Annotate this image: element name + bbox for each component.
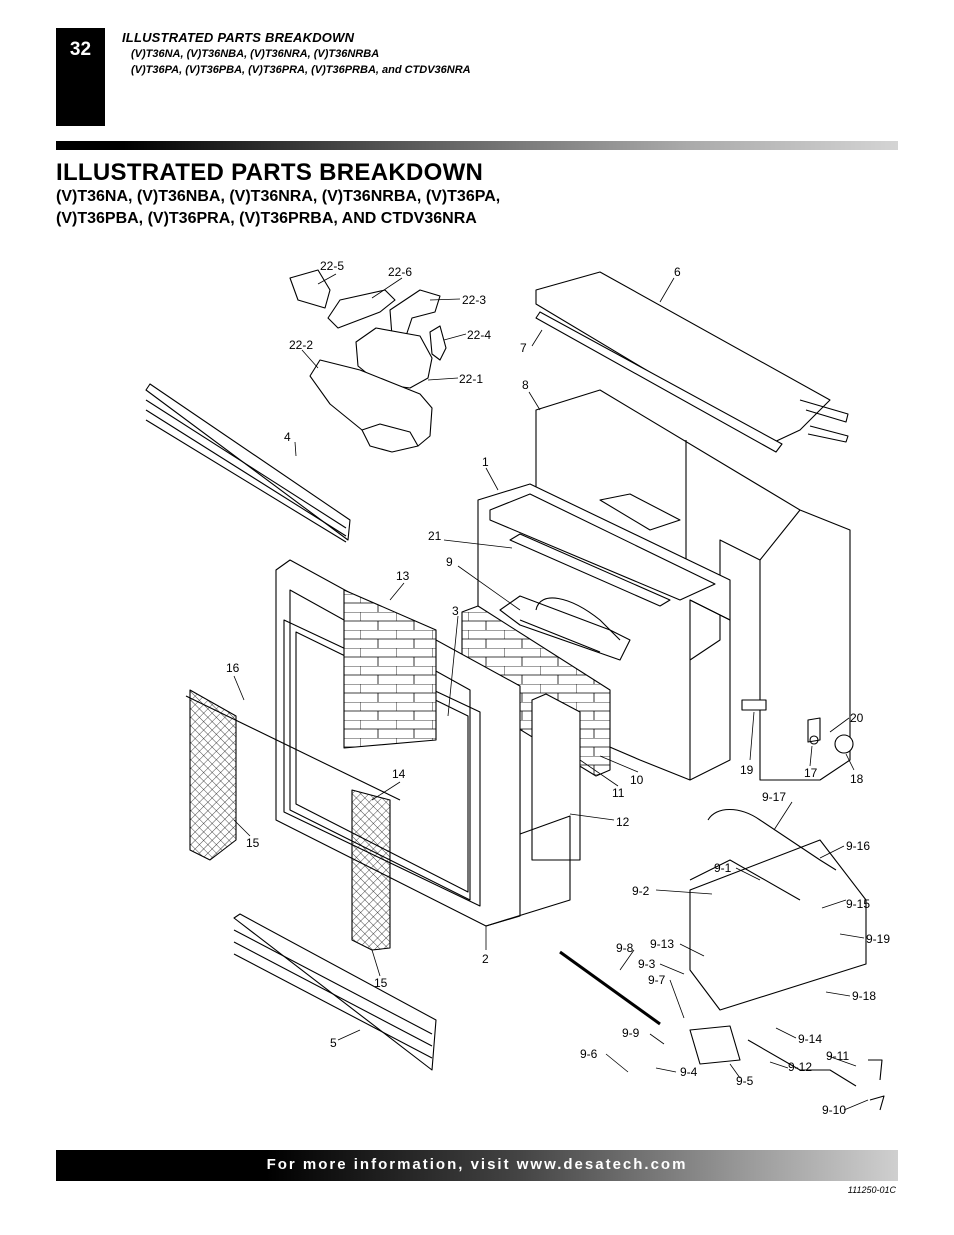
trim-strip-top bbox=[145, 383, 351, 543]
running-header-title: ILLUSTRATED PARTS BREAKDOWN bbox=[122, 30, 355, 45]
leader-lines bbox=[233, 273, 869, 1111]
part-label: 9-8 bbox=[616, 941, 634, 955]
trim-strip-bottom bbox=[233, 913, 437, 1071]
part-label: 4 bbox=[284, 430, 291, 444]
part-label: 19 bbox=[740, 763, 754, 777]
document-number: 111250-01C bbox=[847, 1185, 896, 1195]
part-label: 9-16 bbox=[846, 839, 870, 853]
part-label: 9-13 bbox=[650, 937, 674, 951]
part-label: 9-19 bbox=[866, 932, 890, 946]
part-label: 1 bbox=[482, 455, 489, 469]
small-parts bbox=[741, 699, 854, 754]
page-number: 32 bbox=[69, 39, 92, 60]
mesh-screens bbox=[185, 689, 401, 951]
burner-in-firebox bbox=[499, 595, 631, 661]
gas-valve-assembly bbox=[559, 809, 885, 1111]
part-label: 9-2 bbox=[632, 884, 650, 898]
page-subtitle-2: (V)T36PBA, (V)T36PRA, (V)T36PRBA, AND CT… bbox=[56, 210, 477, 227]
part-label: 9-15 bbox=[846, 897, 870, 911]
part-label: 20 bbox=[850, 711, 864, 725]
part-label: 14 bbox=[392, 767, 406, 781]
part-label: 8 bbox=[522, 378, 529, 392]
top-panels bbox=[535, 271, 849, 453]
part-label: 22-5 bbox=[320, 259, 344, 273]
part-label: 22-4 bbox=[467, 328, 491, 342]
part-label: 9-14 bbox=[798, 1032, 822, 1046]
part-label: 9-5 bbox=[736, 1074, 754, 1088]
part-label: 15 bbox=[374, 976, 388, 990]
footer-website-text: For more information, visit www.desatech… bbox=[266, 1156, 688, 1173]
footer-bar: For more information, visit www.desatech… bbox=[56, 1150, 898, 1181]
part-label: 18 bbox=[850, 772, 864, 786]
page-number-tab: 32 bbox=[56, 28, 105, 126]
part-label: 9-10 bbox=[822, 1103, 846, 1117]
running-header-models-2: (V)T36PA, (V)T36PBA, (V)T36PRA, (V)T36PR… bbox=[131, 64, 471, 76]
part-label: 2 bbox=[482, 952, 489, 966]
part-label: 22-2 bbox=[289, 338, 313, 352]
part-label: 17 bbox=[804, 766, 818, 780]
part-label: 9-1 bbox=[714, 861, 732, 875]
part-label: 9 bbox=[446, 555, 453, 569]
part-label: 9-3 bbox=[638, 957, 656, 971]
part-label: 21 bbox=[428, 529, 442, 543]
part-label: 9-4 bbox=[680, 1065, 698, 1079]
part-label: 10 bbox=[630, 773, 644, 787]
part-label: 9-17 bbox=[762, 790, 786, 804]
part-label: 9-18 bbox=[852, 989, 876, 1003]
part-label: 7 bbox=[520, 341, 527, 355]
header-rule bbox=[56, 141, 898, 150]
running-header-models-1: (V)T36NA, (V)T36NBA, (V)T36NRA, (V)T36NR… bbox=[131, 48, 380, 60]
page-subtitle-1: (V)T36NA, (V)T36NBA, (V)T36NRA, (V)T36NR… bbox=[56, 188, 501, 205]
part-label: 9-12 bbox=[788, 1060, 812, 1074]
part-label: 9-9 bbox=[622, 1026, 640, 1040]
part-label: 6 bbox=[674, 265, 681, 279]
part-label: 11 bbox=[612, 786, 625, 800]
part-label: 22-3 bbox=[462, 293, 486, 307]
part-label: 5 bbox=[330, 1036, 337, 1050]
part-label: 22-6 bbox=[388, 265, 412, 279]
part-label: 9-6 bbox=[580, 1047, 598, 1061]
part-label: 22-1 bbox=[459, 372, 483, 386]
brick-back-panel bbox=[343, 589, 437, 749]
part-label: 13 bbox=[396, 569, 410, 583]
log-set bbox=[289, 269, 447, 453]
part-label: 9-7 bbox=[648, 973, 666, 987]
part-label: 16 bbox=[226, 661, 240, 675]
page-title: ILLUSTRATED PARTS BREAKDOWN bbox=[56, 159, 484, 186]
part-label: 12 bbox=[616, 815, 630, 829]
part-label: 3 bbox=[452, 604, 459, 618]
part-label: 15 bbox=[246, 836, 260, 850]
part-label: 9-11 bbox=[826, 1049, 849, 1063]
